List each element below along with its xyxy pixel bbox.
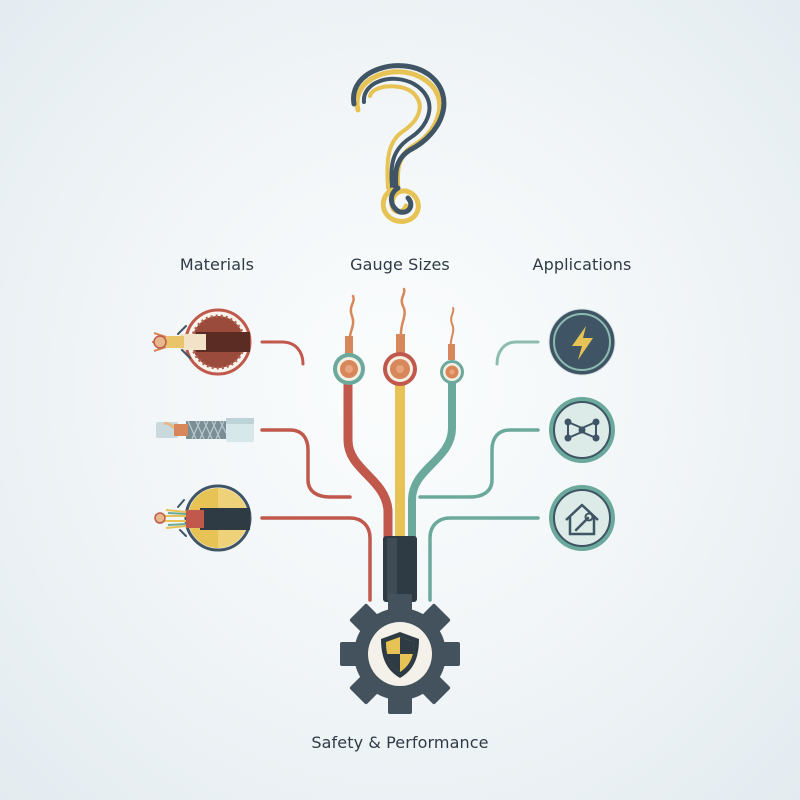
- applications-connectors: [418, 340, 540, 602]
- gear-shield-icon: [340, 594, 460, 714]
- power-bolt-icon: [548, 308, 616, 376]
- multicore-cable-icon: [154, 484, 252, 552]
- materials-connectors: [260, 340, 372, 602]
- copper-wire-cross-section-icon: [152, 308, 252, 376]
- thick-gauge-terminal-icon: [333, 294, 365, 385]
- gauge-sizes-label: Gauge Sizes: [350, 255, 450, 274]
- home-repair-icon: [549, 485, 615, 551]
- materials-label: Materials: [179, 255, 255, 274]
- thin-gauge-terminal-icon: [440, 307, 464, 384]
- question-mark-wire-icon: [351, 63, 447, 224]
- safety-performance-label: Safety & Performance: [311, 733, 489, 752]
- network-nodes-icon: [549, 397, 615, 463]
- medium-gauge-terminal-icon: [383, 287, 417, 386]
- gauge-wires: [343, 380, 456, 540]
- applications-label: Applications: [532, 255, 632, 274]
- braided-coax-cable-icon: [156, 418, 254, 442]
